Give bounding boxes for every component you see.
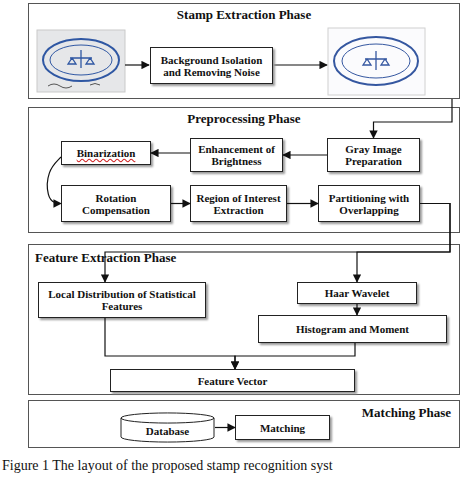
box-label: Feature Vector (198, 375, 268, 387)
connector-arrow (105, 318, 235, 369)
process-box: Local Distribution of Statistical Featur… (38, 282, 206, 318)
phase-panel: Gray Image Preparation Enhancement of Bri… (28, 107, 460, 233)
connector-arrow (283, 154, 327, 155)
photo-frame (37, 30, 125, 92)
connector-arrow (356, 304, 357, 315)
flow-arrow (125, 64, 149, 65)
process-box: Enhancement of Brightness (190, 138, 283, 172)
phase-title: Feature Extraction Phase (35, 250, 176, 266)
box-label: Database (146, 419, 189, 437)
database-cylinder: Database (120, 412, 215, 443)
connector-arrow (47, 157, 61, 204)
process-box: Binarization (61, 141, 151, 165)
phase-title: Matching Phase (362, 405, 451, 421)
connector-arrow (171, 203, 190, 204)
box-label: Binarization (77, 147, 136, 159)
connector-arrow (235, 343, 355, 369)
box-label: Background Isolation and Removing Noise (154, 54, 269, 78)
process-box: Rotation Compensation (61, 185, 171, 222)
box-label: Haar Wavelet (325, 287, 390, 299)
stamp-photo (37, 30, 125, 92)
box-label: Histogram and Moment (296, 323, 409, 335)
phase-panel: Local Distribution of Statistical Featur… (28, 244, 460, 395)
box-label: Rotation Compensation (65, 192, 167, 216)
connector-arrow (215, 427, 235, 428)
box-label: Gray Image Preparation (331, 143, 416, 167)
stamp-scale-symbol (68, 50, 94, 68)
connector-arrow (374, 99, 453, 138)
process-box: Haar Wavelet (297, 282, 417, 304)
cylinder-body (121, 413, 214, 442)
process-box: Feature Vector (110, 369, 355, 392)
flow-arrow (273, 64, 327, 65)
figure-caption: Figure 1 The layout of the proposed stam… (2, 458, 333, 474)
stamp-oval (342, 44, 410, 78)
box-label: Region of Interest Extraction (194, 192, 283, 216)
process-box: Region of Interest Extraction (190, 185, 287, 222)
process-box: Partitioning with Overlapping (318, 185, 420, 222)
connector-arrow (151, 152, 190, 153)
process-box: Histogram and Moment (258, 315, 447, 343)
stamp-oval (50, 45, 112, 75)
phase-title: Stamp Extraction Phase (29, 7, 459, 23)
process-box: Matching (235, 415, 330, 440)
handwriting-mark (48, 84, 100, 89)
stamp-oval (334, 37, 418, 85)
process-box: Background Isolation and Removing Noise (150, 47, 273, 84)
box-label: Local Distribution of Statistical Featur… (42, 288, 202, 312)
connector-arrow (287, 203, 318, 204)
stamp-scale-symbol (363, 51, 389, 70)
process-box: Gray Image Preparation (327, 138, 420, 172)
cylinder-rim (121, 418, 214, 423)
box-label: Matching (260, 422, 305, 434)
phase-title: Preprocessing Phase (29, 111, 459, 127)
phase-panel: Database Matching Matching Phase (28, 400, 460, 448)
phase-panel: Background Isolation and Removing Noise S… (28, 3, 460, 99)
stamp-image (328, 28, 425, 95)
box-label: Partitioning with Overlapping (322, 192, 416, 216)
photo-frame (328, 28, 425, 95)
stamp-oval (43, 39, 119, 81)
box-label: Enhancement of Brightness (194, 143, 279, 167)
